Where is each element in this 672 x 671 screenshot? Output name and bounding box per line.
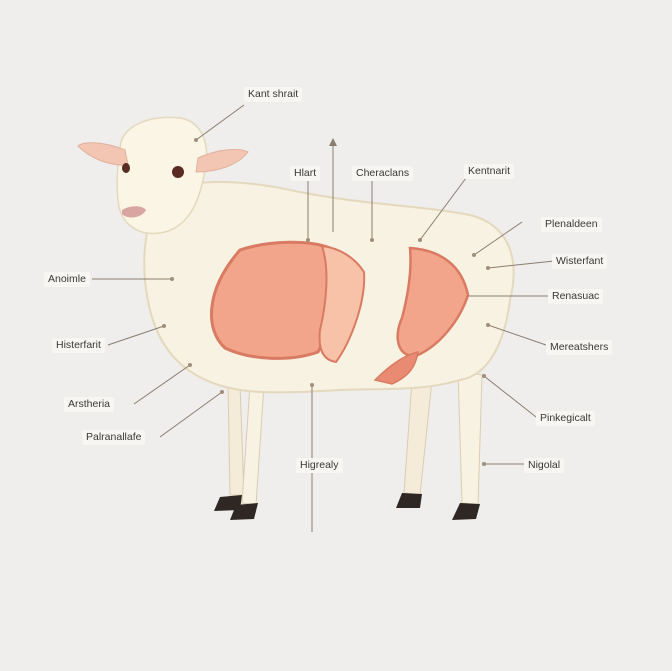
line-palranallafe — [159, 391, 223, 438]
label-arstheria: Arstheria — [64, 397, 115, 412]
back-right-leg — [457, 369, 483, 506]
back-left-leg — [403, 379, 433, 496]
hoof-2 — [230, 503, 258, 520]
line-pinkegicalt — [483, 375, 537, 418]
anchor-dots — [162, 138, 490, 466]
meat-shoulder-cut — [210, 240, 335, 360]
front-left-leg — [227, 384, 245, 496]
label-palranallafe: Palranallafe — [82, 430, 146, 445]
left-eye — [122, 163, 130, 173]
label-mereatshers: Mereatshers — [546, 340, 613, 355]
hoof-1 — [214, 495, 242, 511]
label-wisterfant: Wisterfant — [552, 254, 608, 269]
label-nigolal: Nigolal — [524, 458, 565, 473]
left-ear — [77, 142, 129, 166]
line-kentnarit — [419, 177, 467, 241]
label-histerfarit: Histerfarit — [52, 338, 105, 353]
line-histerfarit — [107, 325, 165, 346]
label-kant-shrait: Kant shrait — [244, 87, 303, 102]
nose — [122, 206, 146, 218]
arrow-up-head — [329, 138, 337, 146]
line-arsthera — [133, 364, 191, 405]
label-hlart: Hlart — [290, 166, 321, 181]
label-plenaldeen: Plenaldeen — [541, 217, 602, 232]
hoof-4 — [452, 503, 480, 520]
label-pinkegicalt: Pinkegicalt — [536, 411, 595, 426]
legs — [214, 369, 483, 520]
label-renasuac: Renasuac — [548, 289, 604, 304]
line-plenaldeen — [473, 221, 523, 256]
head — [116, 116, 208, 235]
meat-flank-cut — [373, 351, 419, 385]
right-ear — [195, 149, 249, 173]
label-anoimle: Anoimle — [44, 272, 90, 287]
body — [77, 116, 515, 394]
leader-lines — [92, 104, 555, 532]
hoof-3 — [396, 493, 422, 508]
label-higrealy: Higrealy — [296, 458, 343, 473]
line-wisterfant — [487, 260, 555, 269]
right-eye — [172, 166, 184, 178]
label-kentnarit: Kentnarit — [464, 164, 515, 179]
front-right-leg — [241, 384, 265, 506]
label-cheraclans: Cheraclans — [352, 166, 414, 181]
line-kant-shrait — [195, 104, 245, 141]
meat-mid-cut — [318, 244, 366, 364]
line-mereatshers — [487, 324, 547, 346]
